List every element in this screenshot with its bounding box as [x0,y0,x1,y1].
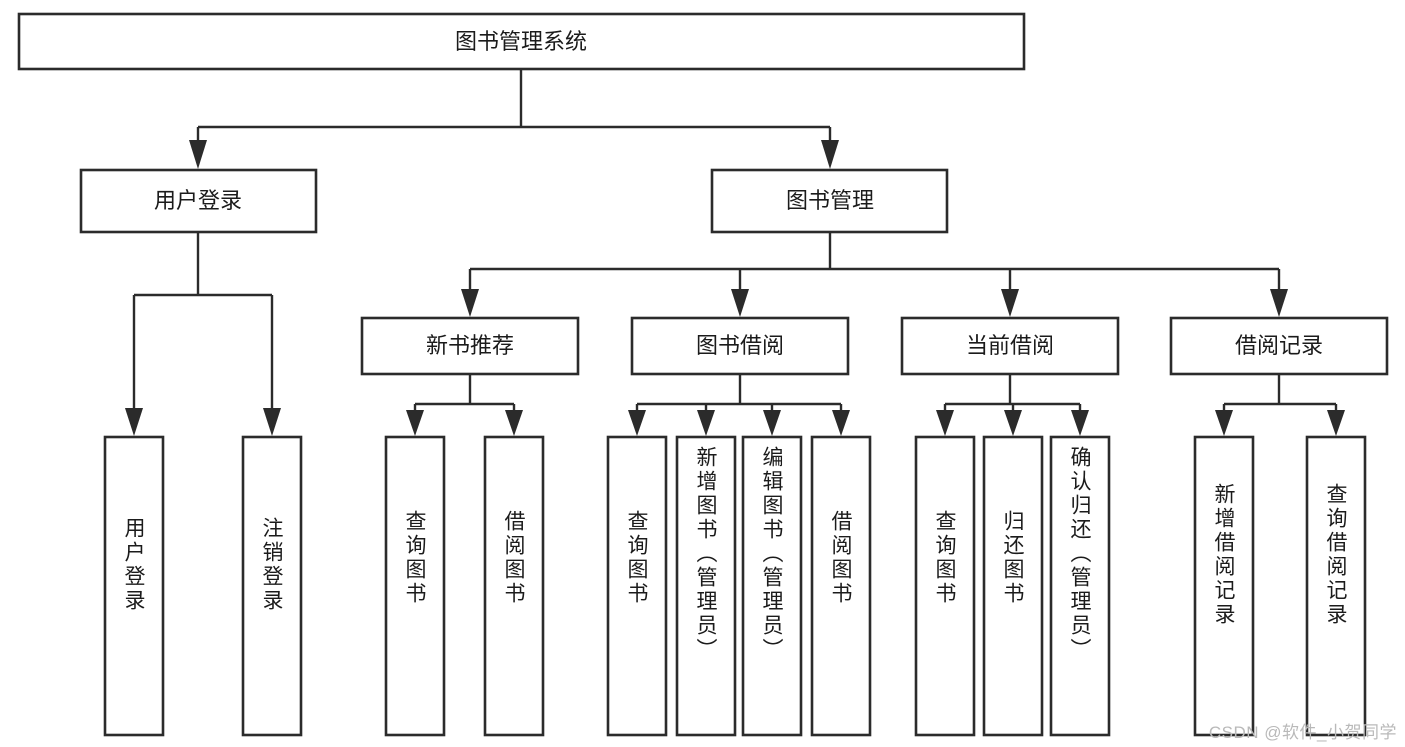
node-box[interactable] [630,316,850,376]
node-label: 用户登录 [154,188,242,213]
node-box[interactable] [483,435,545,737]
node-box[interactable] [982,435,1044,737]
arrowhead-icon [1001,289,1019,317]
node-label: 新书推荐 [426,333,514,358]
connector-book-manage-to-level3 [461,232,1288,317]
connector-root-to-level2 [189,69,839,169]
node-box[interactable] [241,435,303,737]
leaf-node-new-book-query[interactable] [384,435,446,737]
node-root-system[interactable]: 图书管理系统 [17,12,1026,71]
node-box[interactable] [17,12,1026,71]
arrowhead-icon [1004,410,1022,436]
connector-new-book-to-leaves [406,374,523,436]
node-box[interactable] [1169,316,1389,376]
node-box[interactable] [900,316,1120,376]
leaf-node-book-borrow-add[interactable] [675,435,737,737]
node-box[interactable] [103,435,165,737]
arrowhead-icon [125,408,143,436]
node-current-borrow[interactable]: 当前借阅 [900,316,1120,376]
arrowhead-icon [1071,410,1089,436]
node-label: 图书管理 [786,188,874,213]
connector-book-borrow-to-leaves [628,374,850,436]
node-new-book-recommend[interactable]: 新书推荐 [360,316,580,376]
leaf-node-book-borrow-query[interactable] [606,435,668,737]
node-box[interactable] [1305,435,1367,737]
node-user-login[interactable]: 用户登录 [79,168,318,234]
arrowhead-icon [936,410,954,436]
node-box[interactable] [710,168,949,234]
arrowhead-icon [1215,410,1233,436]
node-box[interactable] [914,435,976,737]
node-book-borrow[interactable]: 图书借阅 [630,316,850,376]
node-borrow-record[interactable]: 借阅记录 [1169,316,1389,376]
arrowhead-icon [763,410,781,436]
leaf-node-user-login-login[interactable] [103,435,165,737]
leaf-node-current-borrow-return[interactable] [982,435,1044,737]
arrowhead-icon [461,289,479,317]
node-box[interactable] [1049,435,1111,737]
node-label: 图书借阅 [696,333,784,358]
node-box[interactable] [384,435,446,737]
arrowhead-icon [1270,289,1288,317]
node-box[interactable] [810,435,872,737]
connector-borrow-record-to-leaves [1215,374,1345,436]
node-label: 借阅记录 [1235,333,1323,358]
node-book-management[interactable]: 图书管理 [710,168,949,234]
arrowhead-icon [406,410,424,436]
node-box[interactable] [360,316,580,376]
node-label: 图书管理系统 [455,29,587,54]
arrowhead-icon [189,140,207,169]
connector-current-borrow-to-leaves [936,374,1089,436]
watermark-text: CSDN @软件_小贺同学 [1208,723,1397,742]
leaf-node-record-add[interactable] [1193,435,1255,737]
node-box[interactable] [675,435,737,737]
node-box[interactable] [741,435,803,737]
arrowhead-icon [832,410,850,436]
arrowhead-icon [697,410,715,436]
arrowhead-icon [821,140,839,169]
leaf-node-record-query[interactable] [1305,435,1367,737]
arrowhead-icon [1327,410,1345,436]
leaf-node-user-login-logout[interactable] [241,435,303,737]
leaf-node-current-borrow-confirm[interactable] [1049,435,1111,737]
node-box[interactable] [606,435,668,737]
node-box[interactable] [1193,435,1255,737]
node-label: 当前借阅 [966,333,1054,358]
leaf-node-new-book-borrow[interactable] [483,435,545,737]
arrowhead-icon [628,410,646,436]
node-box[interactable] [79,168,318,234]
arrowhead-icon [731,289,749,317]
leaf-node-book-borrow-lend[interactable] [810,435,872,737]
arrowhead-icon [505,410,523,436]
connector-user-login-to-leaves [125,232,281,436]
leaf-node-current-borrow-query[interactable] [914,435,976,737]
arrowhead-icon [263,408,281,436]
leaf-node-book-borrow-edit[interactable] [741,435,803,737]
